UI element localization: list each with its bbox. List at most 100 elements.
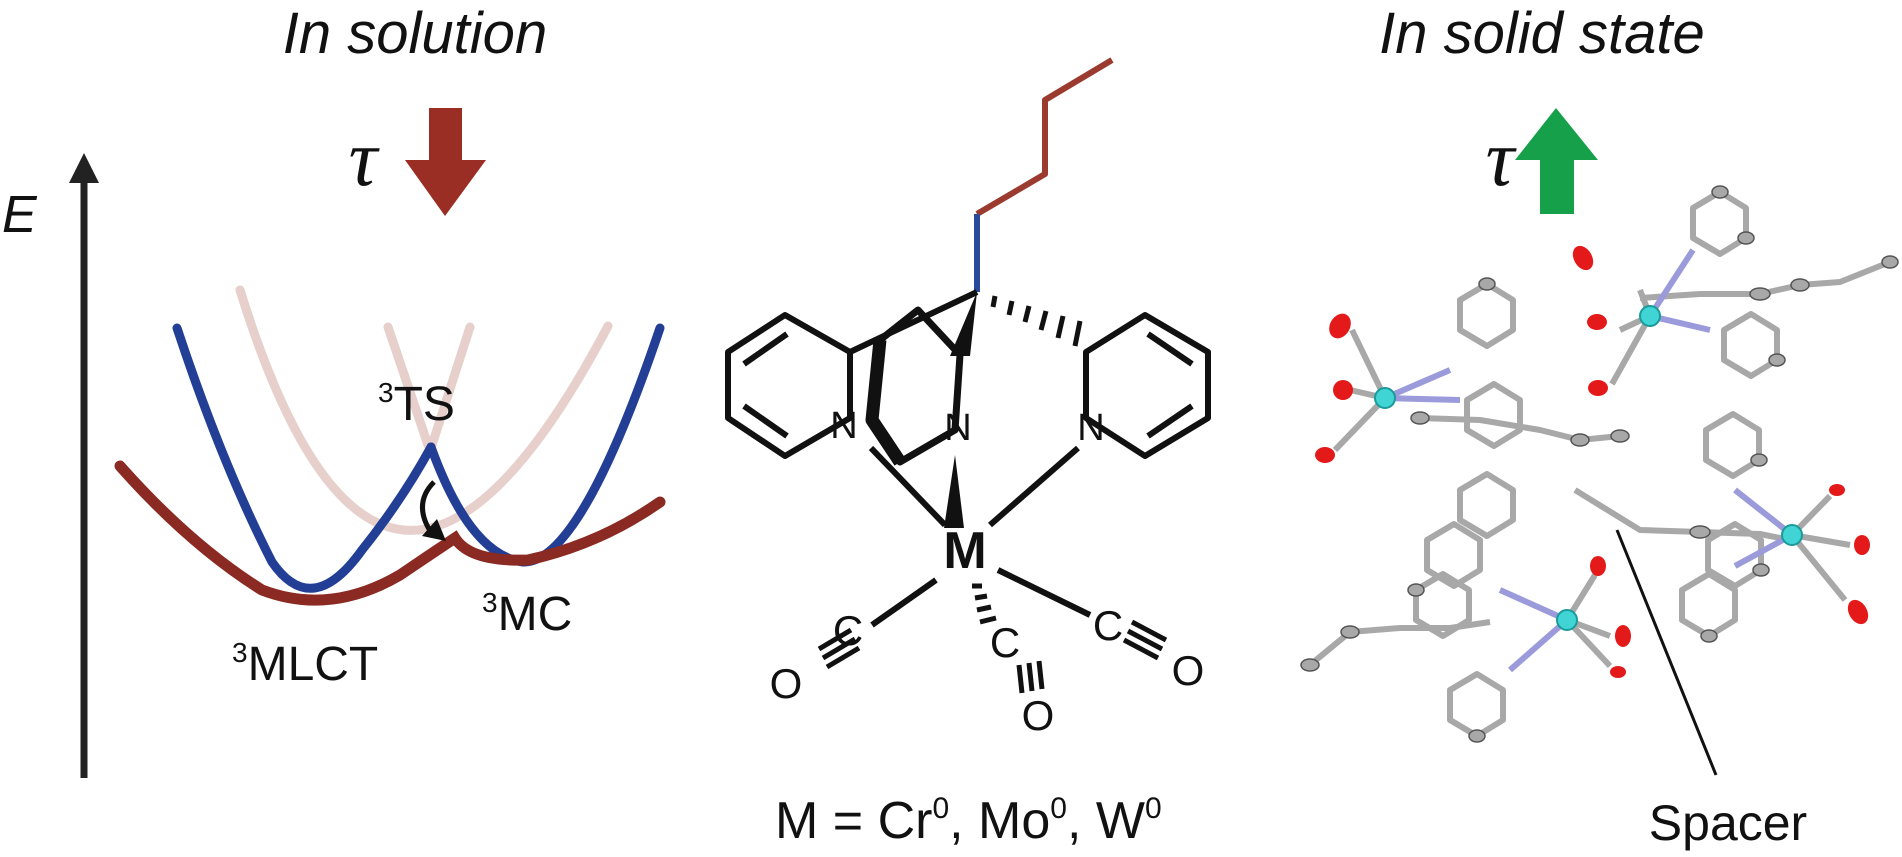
mlct-potential-curve	[114, 460, 666, 606]
o-label-center: O	[1022, 692, 1055, 739]
faded-ts-left	[383, 322, 433, 450]
carbon-atom	[1768, 353, 1786, 367]
carbon-atom	[1790, 278, 1810, 292]
hash-line	[974, 593, 988, 601]
spacer-label: Spacer	[1649, 795, 1807, 851]
carbon-atom	[1410, 411, 1430, 425]
n-left-to-metal	[868, 445, 948, 528]
co-bond	[1349, 328, 1388, 400]
ring	[1703, 411, 1762, 479]
pyridine-right-double-2	[1146, 403, 1194, 439]
bond-line	[1026, 662, 1035, 692]
bond-line	[817, 627, 853, 652]
triple-bond-co-center	[1016, 660, 1045, 694]
carbon-atom	[1689, 525, 1711, 539]
energy-axis-label: E	[2, 186, 38, 244]
pyridine-right-double-1	[1146, 331, 1194, 367]
hash-line	[1072, 320, 1083, 347]
mo-oxidation: 0	[1050, 792, 1067, 825]
co-bond	[1789, 533, 1848, 602]
c-label-left: C	[833, 607, 863, 654]
pyridine-left-double-2	[742, 403, 789, 439]
ring	[1413, 571, 1472, 639]
ring	[1457, 471, 1516, 539]
formula-w: , W	[1067, 792, 1145, 850]
n-bond	[1498, 587, 1569, 623]
bond-line	[1130, 619, 1168, 643]
carbon-atom	[1752, 563, 1770, 577]
ring	[1679, 571, 1738, 639]
ring	[1721, 311, 1780, 379]
wedge-bond-n-metal	[944, 455, 964, 528]
cr-oxidation: 0	[932, 792, 949, 825]
carbon-atom	[1570, 433, 1590, 447]
increase-arrow	[1515, 108, 1598, 214]
bond-line	[821, 636, 857, 661]
carbon-atom	[1881, 255, 1899, 269]
ring	[1690, 189, 1749, 257]
crystal-oxygen-atoms	[1315, 245, 1870, 678]
c-label-center: C	[990, 619, 1020, 666]
oxygen-atom	[1854, 535, 1870, 555]
carbon-atom	[1407, 583, 1425, 597]
carbon-atom	[1750, 453, 1768, 467]
bond-line	[1126, 628, 1164, 652]
bond-line	[825, 645, 861, 670]
formula-prefix: M = Cr	[775, 792, 932, 850]
alkyl-chain	[1419, 415, 1621, 443]
metal-atom	[1781, 524, 1803, 546]
oxygen-atom	[1587, 314, 1607, 330]
spacer-pointer	[1615, 529, 1718, 776]
pyridine-left-double-1	[742, 331, 789, 367]
crystal-carbon-atoms	[1300, 185, 1899, 743]
carbon-atom	[1610, 429, 1630, 443]
mlct-text: MLCT	[248, 638, 379, 691]
decrease-arrow	[405, 108, 486, 216]
mc-label: 3MC	[482, 587, 572, 641]
hash-bond-right	[990, 295, 1083, 347]
carbon-atom	[1737, 231, 1755, 245]
right-title: In solid state	[1379, 1, 1705, 66]
right-panel: In solid state τ	[1300, 1, 1899, 851]
ring	[1457, 281, 1516, 349]
carbon-atom	[1700, 629, 1718, 643]
oxygen-atom	[1590, 556, 1606, 576]
co-bond	[1609, 314, 1653, 386]
metal-label: M	[943, 522, 986, 580]
oxygen-atom	[1588, 380, 1608, 396]
o-label-left: O	[770, 660, 803, 707]
oxygen-atom	[1315, 447, 1335, 463]
carbon-atom	[1300, 658, 1320, 672]
hash-bond-co-center	[972, 583, 997, 625]
ring	[1447, 671, 1506, 739]
oxygen-atom	[1610, 666, 1626, 678]
hash-line	[1038, 310, 1049, 331]
pyridine-center-thick	[865, 339, 906, 466]
ts-superscript: 3	[378, 377, 394, 408]
oxygen-atom	[1333, 380, 1353, 400]
alkyl-chain	[1573, 487, 1791, 543]
carbon-atom	[1340, 625, 1360, 639]
oxygen-atom	[1615, 625, 1631, 647]
ring	[1464, 381, 1523, 449]
alkyl-chain	[1639, 259, 1892, 301]
o-label-right: O	[1172, 647, 1205, 694]
carbon-atom	[1711, 185, 1729, 199]
metal-atom	[1556, 609, 1578, 631]
left-title: In solution	[283, 1, 547, 66]
carbon-atom	[1478, 277, 1496, 291]
oxygen-atom	[1329, 313, 1351, 339]
wedge-bond-center	[950, 292, 977, 356]
carbon-atom	[1749, 287, 1771, 301]
n-label-left: N	[830, 405, 857, 447]
hash-line	[1006, 300, 1015, 316]
ts-label: 3TS	[378, 377, 455, 431]
n-bond	[1384, 395, 1461, 403]
metal-formula: M = Cr0, Mo0, W0	[775, 792, 1162, 850]
n-label-right: N	[1077, 407, 1104, 449]
oxygen-atom	[1847, 599, 1869, 625]
hash-line	[1055, 315, 1066, 339]
right-tau-symbol: τ	[1486, 115, 1518, 203]
carbon-atom	[1468, 729, 1486, 743]
metal-atom	[1374, 387, 1396, 409]
